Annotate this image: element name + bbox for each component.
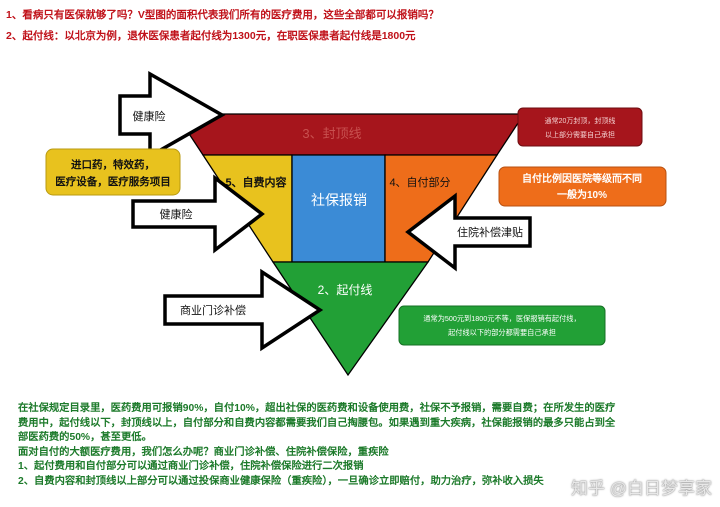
health-insurance-arrow-top-label: 健康险 xyxy=(133,109,166,123)
health-insurance-arrow-mid xyxy=(131,174,265,254)
header-line-1: 1、看病只有医保就够了吗？V型图的面积代表我们所有的医疗费用，这些全部都可以报销… xyxy=(6,9,439,21)
cap-label: 3、封顶线 xyxy=(302,126,361,141)
footer-paragraph-2: 面对自付的大额医疗费用，我们怎么办呢？商业门诊补偿、住院补偿保险，重疾险 xyxy=(18,446,389,458)
copay-note-callout xyxy=(498,166,667,207)
self-items-callout-line-2: 医疗设备，医疗服务项目 xyxy=(55,175,171,188)
copay-note-line-2: 一般为10% xyxy=(557,188,607,201)
deductible-note-line-1: 通常为500元到1800元不等，医保报销有起付线， xyxy=(423,314,580,323)
watermark: 知乎 @白日梦享家 xyxy=(571,479,712,498)
deductible-section xyxy=(271,261,430,377)
deductible-note-callout xyxy=(398,305,606,346)
footer-text: 在社保规定目录里，医药费用可报销90%，自付10%，超出社保的医药费和设备使用费… xyxy=(18,402,618,489)
cap-note-callout xyxy=(517,107,643,147)
outpatient-arrow xyxy=(163,268,324,352)
footer-paragraph-1: 在社保规定目录里，医药费用可报销90%，自付10%，超出社保的医药费和设备使用费… xyxy=(18,403,616,443)
outpatient-arrow-label: 商业门诊补偿 xyxy=(180,303,246,317)
header-line-2: 2、起付线：以北京为例，退休医保患者起付线为1300元，在职医保患者起付线是18… xyxy=(6,30,416,42)
footer-paragraph-4: 2、自费内容和封顶线以上部分可以通过投保商业健康保险（重疾险），一旦确诊立即赔付… xyxy=(18,475,544,487)
hospital-allowance-arrow xyxy=(405,192,532,272)
copay-label: 4、自付部分 xyxy=(389,175,450,189)
copay-note-line-1: 自付比例因医院等级而不同 xyxy=(522,172,642,185)
social-insurance-label: 社保报销 xyxy=(311,192,367,208)
hospital-allowance-arrow-label: 住院补偿津贴 xyxy=(457,225,523,239)
v-shape-diagram: 3、封顶线 5、自费内容 社保报销 4、自付部分 2、起付线 健康险 健康险 住… xyxy=(45,70,667,377)
deductible-note-line-2: 起付线以下的部分都需要自己承担 xyxy=(448,328,556,337)
cap-note-line-1: 通常20万封顶，封顶线 xyxy=(545,116,616,125)
social-insurance-section xyxy=(291,154,386,263)
self-items-label: 5、自费内容 xyxy=(225,175,286,189)
self-items-callout-line-1: 进口药，特效药， xyxy=(71,158,155,171)
self-items-callout xyxy=(45,148,181,196)
health-insurance-arrow-mid-label: 健康险 xyxy=(160,207,193,221)
deductible-label: 2、起付线 xyxy=(318,283,373,297)
footer-paragraph-3: 1、起付费用和自付部分可以通过商业门诊补偿，住院补偿保险进行二次报销 xyxy=(18,461,364,472)
cap-note-line-2: 以上部分需要自己承担 xyxy=(545,130,615,139)
health-insurance-arrow-top xyxy=(118,70,226,160)
